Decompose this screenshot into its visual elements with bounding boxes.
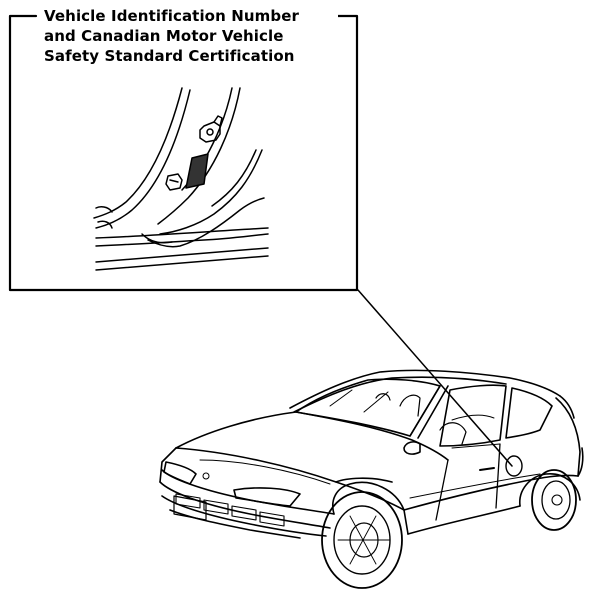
windshield	[296, 379, 440, 436]
side-window-front	[440, 385, 506, 446]
door-hinge-icon	[200, 116, 222, 142]
headlight-left	[164, 462, 196, 484]
caption-line-2: and Canadian Motor Vehicle	[44, 27, 284, 45]
vin-label-plate-icon	[186, 154, 208, 188]
side-mirror	[404, 442, 420, 454]
car-illustration	[160, 370, 583, 588]
fuel-door	[506, 456, 522, 476]
front-grille	[176, 494, 284, 526]
caption-label: Vehicle Identification Number and Canadi…	[40, 6, 338, 66]
door-pillar-detail	[94, 88, 268, 270]
front-emblem	[203, 473, 209, 479]
caption-line-1: Vehicle Identification Number	[44, 7, 299, 25]
door-striker-icon	[166, 174, 182, 190]
rear-wheel	[532, 470, 576, 530]
front-wheel-arch	[333, 482, 408, 534]
car-hood	[176, 412, 296, 448]
license-plate	[174, 496, 206, 520]
detail-callout	[10, 16, 512, 466]
side-window-rear	[506, 388, 552, 438]
car-roof	[290, 370, 560, 408]
caption-line-3: Safety Standard Certification	[44, 47, 295, 65]
callout-frame	[10, 16, 357, 290]
headlight-right	[234, 488, 300, 506]
front-wheel	[322, 492, 402, 588]
